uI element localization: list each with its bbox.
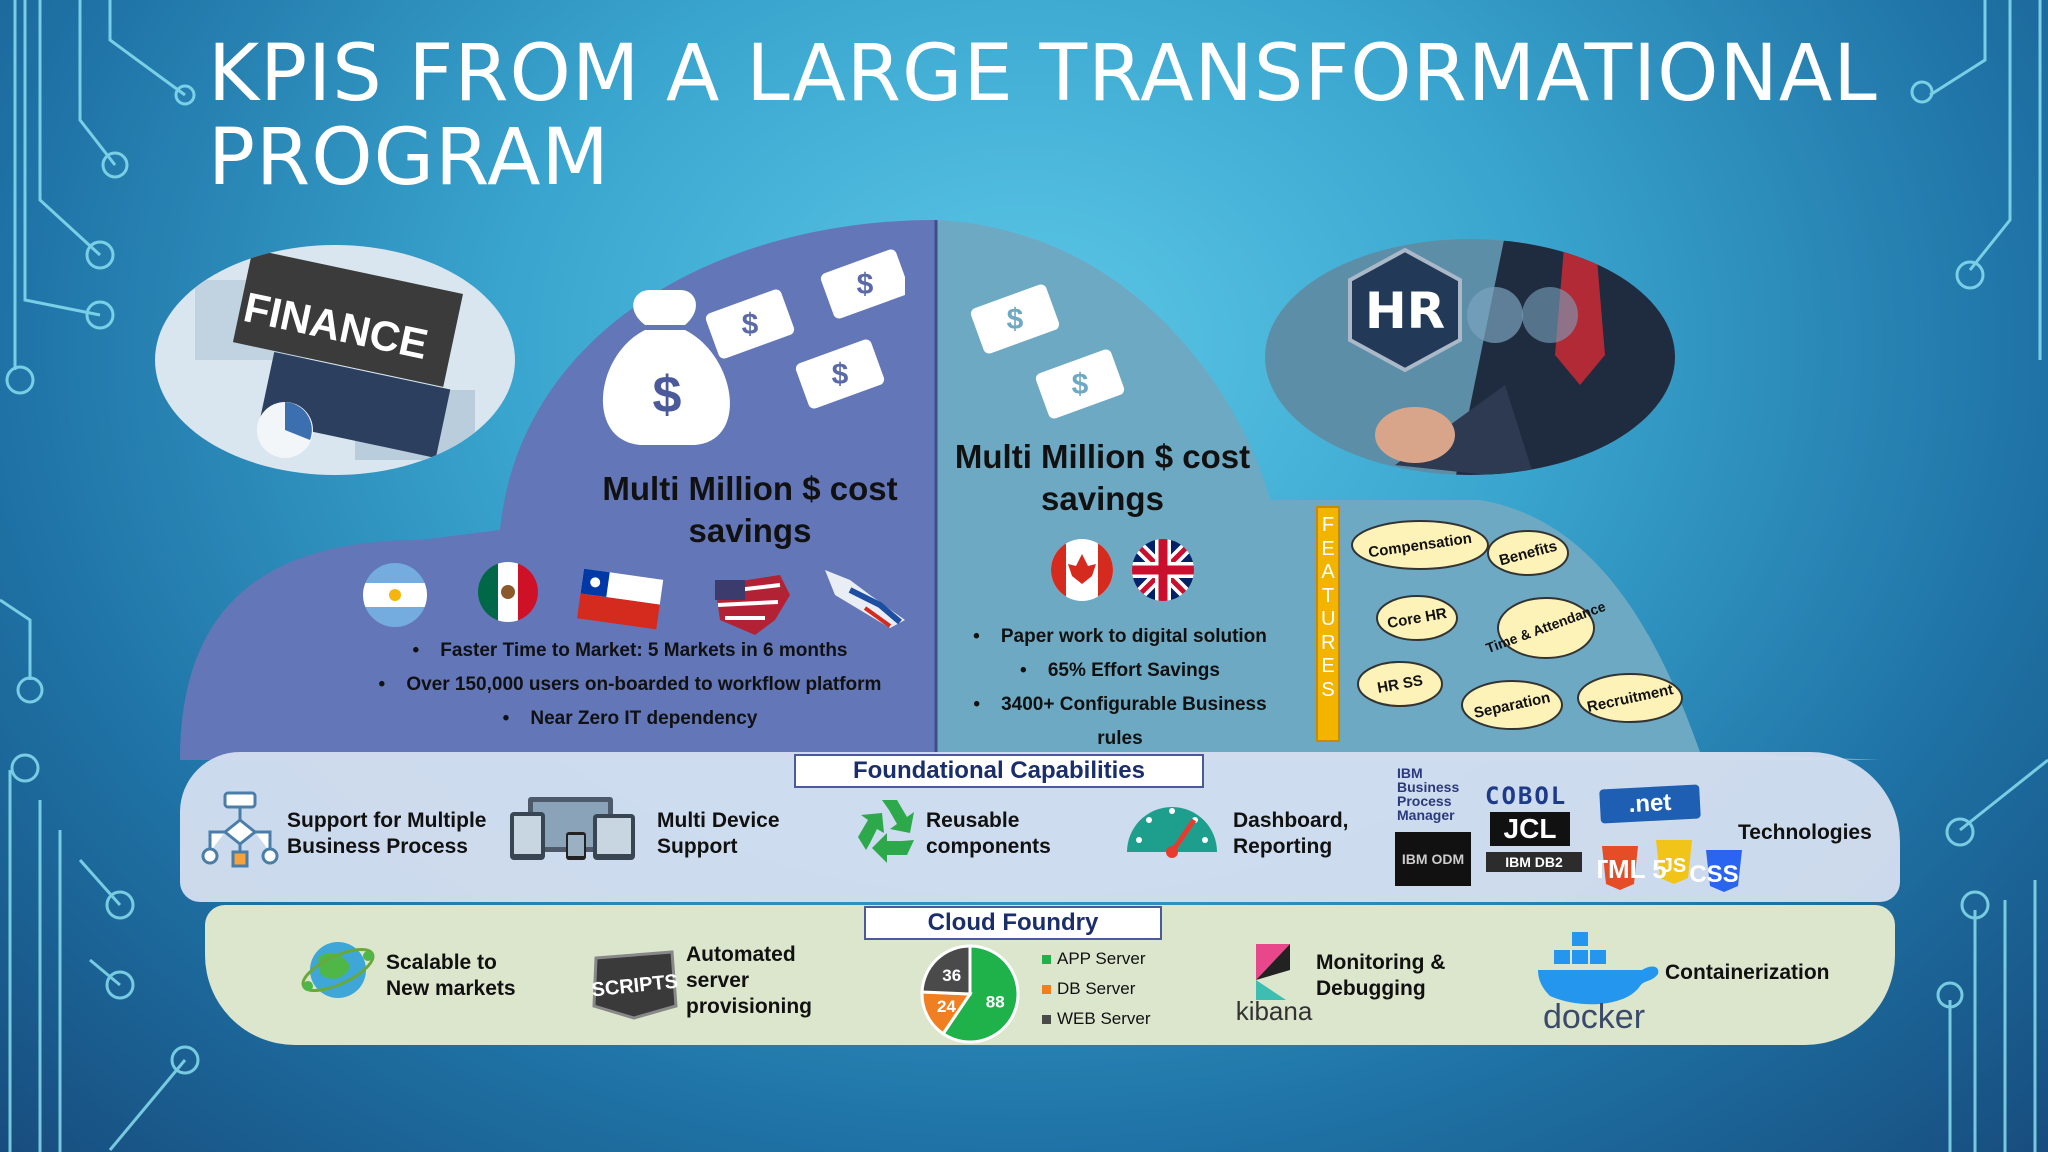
left-savings-text: Multi Million $ cost savings: [602, 470, 898, 549]
cap-reusable: Reusable components: [926, 809, 1051, 858]
left-bullet-1: • Faster Time to Market: 5 Markets in 6 …: [412, 640, 848, 661]
svg-text:$: $: [1007, 303, 1024, 336]
flag-chile: [577, 568, 664, 630]
market-flags-right: [1051, 539, 1194, 601]
market-flags: [363, 562, 905, 635]
legend-web: WEB Server: [1042, 1004, 1151, 1034]
pie-label-2: 36: [942, 966, 961, 985]
scripts-icon: SCRIPTS: [591, 950, 679, 1020]
flag-argentina: [363, 563, 427, 627]
flag-canada: [1051, 539, 1113, 601]
docker-logo: docker: [1538, 932, 1659, 1036]
svg-text:$: $: [832, 358, 849, 391]
svg-text:HTML 5: HTML 5: [1598, 854, 1667, 884]
features-vertical-label: FEATURES: [1316, 506, 1340, 742]
right-bullet-3: • 3400+ Configurable Business rules: [973, 694, 1267, 749]
web-tech-logos: HTML 5 JS CSS 3: [1598, 840, 1746, 892]
flag-uk: [1132, 539, 1194, 601]
dotnet-logo: .net: [1599, 784, 1701, 824]
right-bullet-1: • Paper work to digital solution: [973, 626, 1267, 647]
left-bullet-2: • Over 150,000 users on-boarded to workf…: [378, 674, 882, 695]
ibm-db2-logo: IBM DB2: [1486, 852, 1582, 872]
pie-slice-2: [920, 944, 972, 996]
flag-central-america-map: [825, 570, 905, 628]
dashboard-gauge-icon: [1127, 807, 1217, 858]
money-icons-left: $ $ $ $: [602, 249, 905, 445]
pie-slice-0: [941, 944, 1020, 1044]
cap-dashboard: Dashboard, Reporting: [1233, 809, 1349, 858]
cap-support-process: Support for Multiple Business Process: [287, 809, 487, 858]
recycle-icon: [858, 800, 914, 863]
jcl-logo: JCL: [1490, 812, 1570, 846]
hr-label: HR: [1365, 282, 1445, 340]
svg-text:JS: JS: [1662, 855, 1686, 877]
cf-containerization: Containerization: [1665, 961, 1830, 984]
left-bullet-3: • Near Zero IT dependency: [502, 708, 758, 729]
process-flow-icon: [201, 791, 279, 868]
foundational-title: Foundational Capabilities: [794, 754, 1204, 788]
finance-image: FINANCE: [155, 245, 515, 475]
cf-monitoring: Monitoring & Debugging: [1316, 951, 1446, 1000]
cf-scalable: Scalable to New markets: [386, 951, 516, 1000]
cf-automated: Automated server provisioning: [686, 943, 812, 1018]
money-icons-right: $$: [970, 284, 1125, 419]
svg-text:$: $: [742, 308, 759, 341]
flag-usa-map: [715, 575, 790, 635]
svg-text:$: $: [1072, 368, 1089, 401]
cobol-logo: COBOL: [1485, 782, 1568, 810]
flag-mexico: [478, 562, 538, 622]
cap-multi-device: Multi Device Support: [657, 809, 780, 858]
pie-label-1: 24: [937, 997, 956, 1016]
legend-app: APP Server: [1042, 944, 1151, 974]
hr-image: HR: [1265, 239, 1675, 475]
page-title: KPIs from a large transformational progr…: [208, 29, 1878, 203]
svg-text:$: $: [857, 268, 874, 301]
cloud-foundry-title: Cloud Foundry: [864, 906, 1162, 940]
globe-network-icon: [301, 942, 375, 998]
kibana-logo: kibana: [1236, 944, 1313, 1026]
feature-bubbles: Compensation Benefits Core HR Time & Att…: [1351, 520, 1683, 730]
pie-label-0: 88: [986, 993, 1005, 1012]
svg-text:CSS 3: CSS 3: [1689, 861, 1746, 888]
legend-db: DB Server: [1042, 974, 1151, 1004]
ibm-odm-logo: IBM ODM: [1395, 832, 1471, 886]
pie-legend: APP Server DB Server WEB Server: [1042, 944, 1151, 1034]
svg-text:docker: docker: [1543, 998, 1645, 1036]
right-savings-text: Multi Million $ cost savings: [954, 438, 1251, 517]
cap-technologies: Technologies: [1738, 821, 1872, 844]
right-bullet-2: • 65% Effort Savings: [1020, 660, 1220, 681]
svg-text:kibana: kibana: [1236, 996, 1313, 1026]
ibm-bpm-logo: IBM Business Process Manager: [1397, 765, 1460, 823]
server-pie-chart: 88 24 36: [920, 944, 1020, 1044]
svg-text:$: $: [653, 366, 682, 424]
multi-device-icon: [510, 797, 635, 860]
